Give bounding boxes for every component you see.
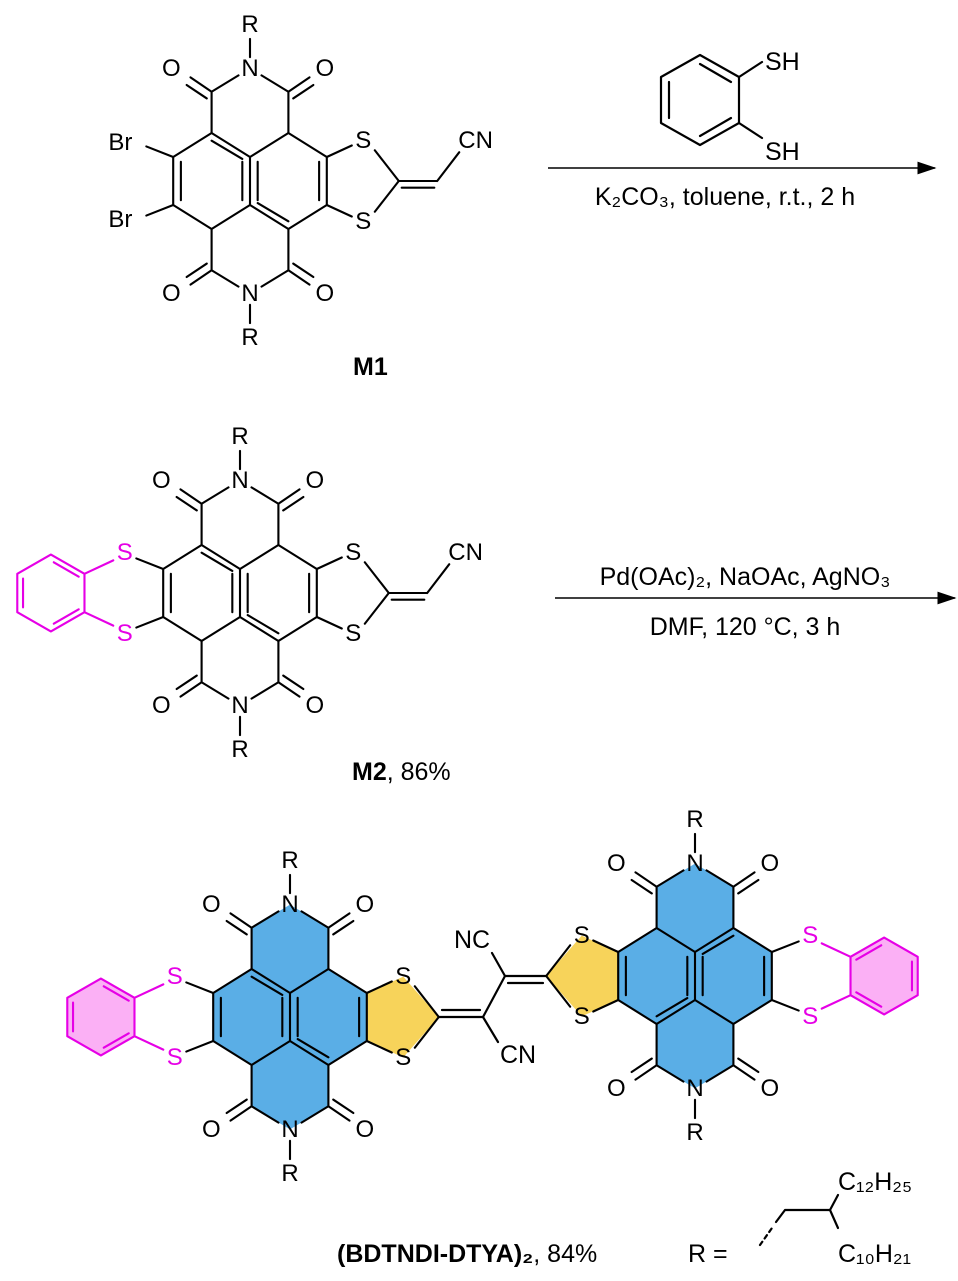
r-group-lower-chain: C₁₀H₂₁ (838, 1240, 911, 1268)
sulfur-label: S (395, 963, 411, 990)
nitrile-label: CN (458, 127, 493, 154)
sulfur-label: S (395, 1044, 411, 1071)
step2-conditions-top: Pd(OAc)₂, NaOAc, AgNO₃ (600, 563, 891, 591)
sulfur-label: S (355, 127, 371, 154)
nitrile-label: NC (454, 926, 490, 954)
nitrile-label: CN (500, 1041, 536, 1069)
sulfur-label: S (802, 1003, 818, 1030)
compound-m1: Br Br S S CN (108, 11, 493, 351)
thiol-label: SH (765, 48, 800, 76)
compound-m1-label: M1 (353, 353, 388, 381)
sulfur-label: S (167, 963, 183, 990)
bromine-label: Br (108, 206, 132, 233)
r-group-definition: R = C₁₂H₂₅ C₁₀H₂₁ (688, 1168, 912, 1268)
step1-conditions: K₂CO₃, toluene, r.t., 2 h (595, 183, 855, 211)
dicyanoethylene-linker: NC CN (437, 926, 548, 1069)
product-right-unit: S S S S (545, 806, 919, 1146)
sulfur-label: S (802, 922, 818, 949)
r-group-upper-chain: C₁₂H₂₅ (838, 1168, 912, 1196)
sulfur-label: S (345, 620, 361, 647)
sulfur-label: S (117, 539, 133, 566)
sulfur-label: S (355, 208, 371, 235)
r-group-prefix: R = (688, 1240, 728, 1268)
benzenedithiol-reagent: SH SH (659, 48, 800, 166)
sulfur-label: S (574, 922, 590, 949)
compound-m2-label: M2, 86% (352, 758, 451, 786)
bromine-label: Br (108, 129, 132, 156)
product-label: (BDTNDI-DTYA)₂, 84% (337, 1240, 597, 1268)
sulfur-label: S (167, 1044, 183, 1071)
sulfur-label: S (574, 1003, 590, 1030)
compound-m2: S S S S CN (16, 423, 483, 763)
product-left-unit: S S S S (66, 847, 440, 1187)
thiol-label: SH (765, 138, 800, 166)
step2-conditions-bottom: DMF, 120 °C, 3 h (650, 613, 841, 641)
nitrile-label: CN (448, 539, 483, 566)
sulfur-label: S (117, 620, 133, 647)
sulfur-label: S (345, 539, 361, 566)
